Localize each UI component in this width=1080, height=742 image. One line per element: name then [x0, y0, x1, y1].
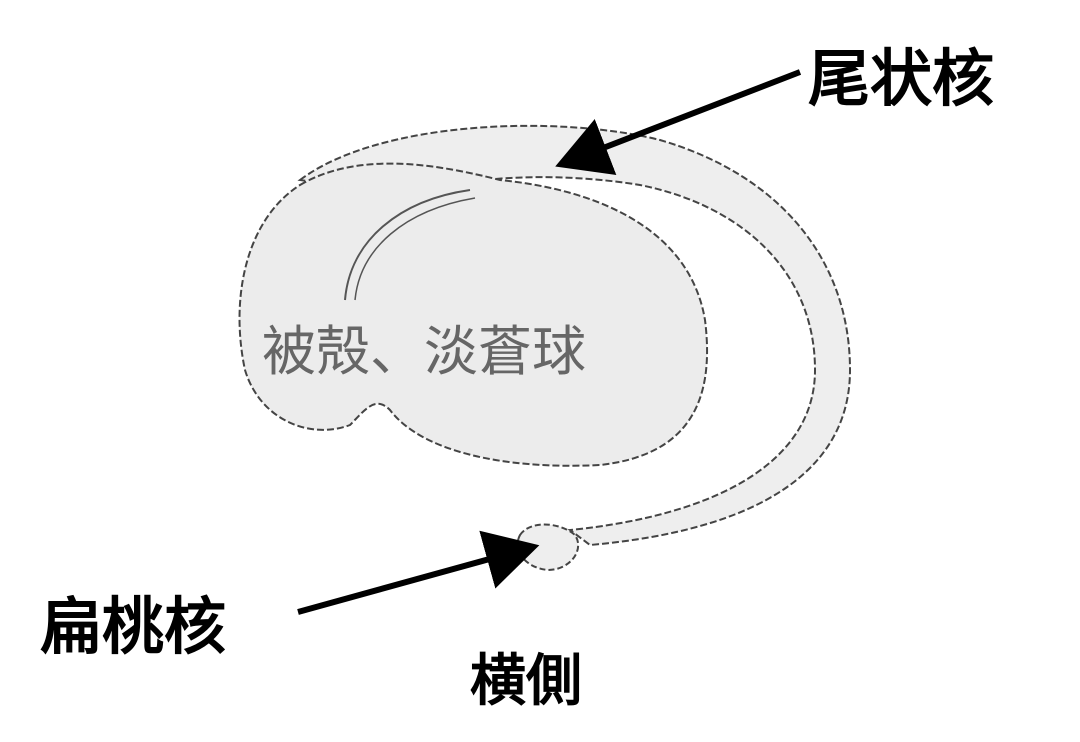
internal-capsule-line	[354, 197, 476, 301]
view-label: 横側	[470, 649, 582, 714]
amygdala-label: 扁桃核	[40, 590, 226, 663]
caudate-arrow	[555, 69, 802, 176]
amygdala-arrow	[297, 530, 540, 615]
amygdala-shape	[516, 523, 580, 572]
putamen-pallidus-label: 被殻、淡蒼球	[262, 320, 586, 383]
caudate-label: 尾状核	[808, 42, 994, 115]
putamen-pallidus-shape	[238, 162, 709, 467]
internal-capsule-line	[344, 189, 471, 301]
